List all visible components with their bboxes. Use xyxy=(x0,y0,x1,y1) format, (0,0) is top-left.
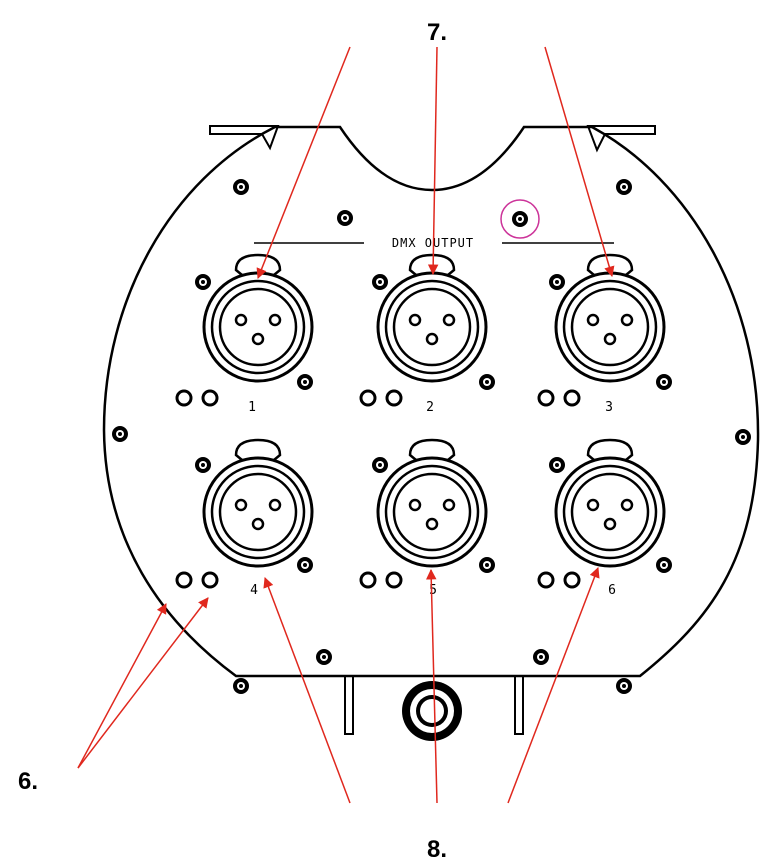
connector-5-screw-1 xyxy=(479,557,495,573)
connector-number-3: 3 xyxy=(605,400,613,415)
indicator-hole-6-1 xyxy=(563,571,581,589)
indicator-hole-1-1 xyxy=(201,389,219,407)
connector-number-5: 5 xyxy=(429,583,437,598)
connector-6-screw-1 xyxy=(656,557,672,573)
connector-4-screw-1 xyxy=(297,557,313,573)
indicator-hole-3-0 xyxy=(537,389,555,407)
xlr-connector-4: 4 xyxy=(175,438,314,598)
indicator-hole-6-0 xyxy=(537,571,555,589)
dmx-output-label: DMX OUTPUT xyxy=(392,236,474,250)
mounting-tab-right xyxy=(586,125,656,153)
connector-6-screw-0 xyxy=(549,457,565,473)
indicator-hole-5-1 xyxy=(385,571,403,589)
callout-bottom-label: 8. xyxy=(427,836,447,863)
highlight-ring xyxy=(500,199,540,239)
screw-1 xyxy=(616,179,632,195)
dmx-output-heading: DMX OUTPUT xyxy=(254,236,614,250)
connector-3-screw-1 xyxy=(656,374,672,390)
indicator-hole-1-0 xyxy=(175,389,193,407)
screw-7 xyxy=(533,649,549,665)
indicator-hole-5-0 xyxy=(359,571,377,589)
screw-3 xyxy=(512,211,528,227)
screw-9 xyxy=(616,678,632,694)
connector-1-screw-0 xyxy=(195,274,211,290)
xlr-connector-6: 6 xyxy=(537,438,672,598)
indicator-hole-4-0 xyxy=(175,571,193,589)
connector-2-screw-0 xyxy=(372,274,388,290)
arrow-top-to-connector-3 xyxy=(544,46,615,278)
connector-number-6: 6 xyxy=(608,583,616,598)
arrow-left-to-hole-a xyxy=(77,603,167,769)
indicator-hole-3-1 xyxy=(563,389,581,407)
arrow-top-to-connector-2 xyxy=(427,46,439,276)
bottom-post xyxy=(402,681,462,741)
panel-outline xyxy=(102,125,760,678)
callout-left-label: 6. xyxy=(18,768,38,795)
callout-arrows xyxy=(77,46,615,804)
connector-number-4: 4 xyxy=(250,583,258,598)
arrow-top-to-connector-1 xyxy=(256,46,351,279)
indicator-hole-2-1 xyxy=(385,389,403,407)
xlr-connector-2: 2 xyxy=(359,253,495,415)
xlr-connector-3: 3 xyxy=(537,253,672,415)
screw-0 xyxy=(233,179,249,195)
indicator-hole-2-0 xyxy=(359,389,377,407)
connector-4-screw-0 xyxy=(195,457,211,473)
screw-2 xyxy=(337,210,353,226)
callout-top-label: 7. xyxy=(427,19,447,46)
screw-4 xyxy=(112,426,128,442)
arrow-bottom-to-connector-6 xyxy=(507,567,600,804)
xlr-connector-5: 5 xyxy=(359,438,495,598)
screw-5 xyxy=(735,429,751,445)
panel-screws xyxy=(112,179,751,694)
screw-6 xyxy=(316,649,332,665)
screw-8 xyxy=(233,678,249,694)
connector-number-2: 2 xyxy=(426,400,434,415)
connector-2-screw-1 xyxy=(479,374,495,390)
arrow-left-to-hole-b xyxy=(77,597,209,769)
arrow-bottom-to-connector-5 xyxy=(425,568,438,804)
connector-1-screw-1 xyxy=(297,374,313,390)
mounting-tab-left xyxy=(209,125,280,151)
xlr-connectors: 1 2 3 4 5 6 xyxy=(175,253,672,598)
indicator-hole-4-1 xyxy=(201,571,219,589)
connector-5-screw-0 xyxy=(372,457,388,473)
connector-3-screw-0 xyxy=(549,274,565,290)
xlr-connector-1: 1 xyxy=(175,253,314,415)
arrow-bottom-to-connector-4 xyxy=(263,577,351,804)
connector-number-1: 1 xyxy=(248,400,256,415)
bottom-pins xyxy=(344,675,524,735)
